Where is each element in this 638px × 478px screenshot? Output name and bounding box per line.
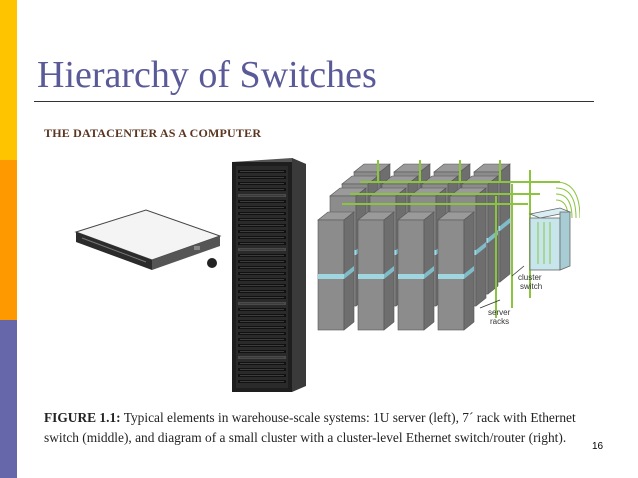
label-leaders	[479, 265, 525, 309]
figure-caption-text: Typical elements in warehouse-scale syst…	[44, 410, 576, 445]
cluster-cabling	[342, 160, 560, 318]
figure-header: THE DATACENTER AS A COMPUTER	[44, 126, 262, 140]
datacenter-figure: cluster switch server racks	[74, 158, 580, 392]
slide-title: Hierarchy of Switches	[37, 54, 377, 96]
1u-server-illustration	[74, 209, 222, 270]
title-divider	[34, 101, 594, 102]
page-number: 16	[592, 441, 604, 452]
figure-caption-label: FIGURE 1.1:	[44, 410, 121, 425]
cluster-racks-illustration	[317, 163, 511, 331]
cluster-switch-label-line1: cluster	[518, 273, 542, 282]
rack-illustration	[232, 158, 306, 392]
figure-caption: FIGURE 1.1: Typical elements in warehous…	[44, 408, 592, 448]
accent-bar-yellow	[0, 0, 17, 160]
accent-bar-orange	[0, 160, 17, 320]
server-racks-label-line2: racks	[490, 317, 509, 326]
server-racks-label-line1: server	[488, 308, 511, 317]
accent-bar-purple	[0, 320, 17, 478]
cluster-switch-label-line2: switch	[520, 282, 542, 291]
cluster-switch-illustration	[528, 207, 572, 271]
